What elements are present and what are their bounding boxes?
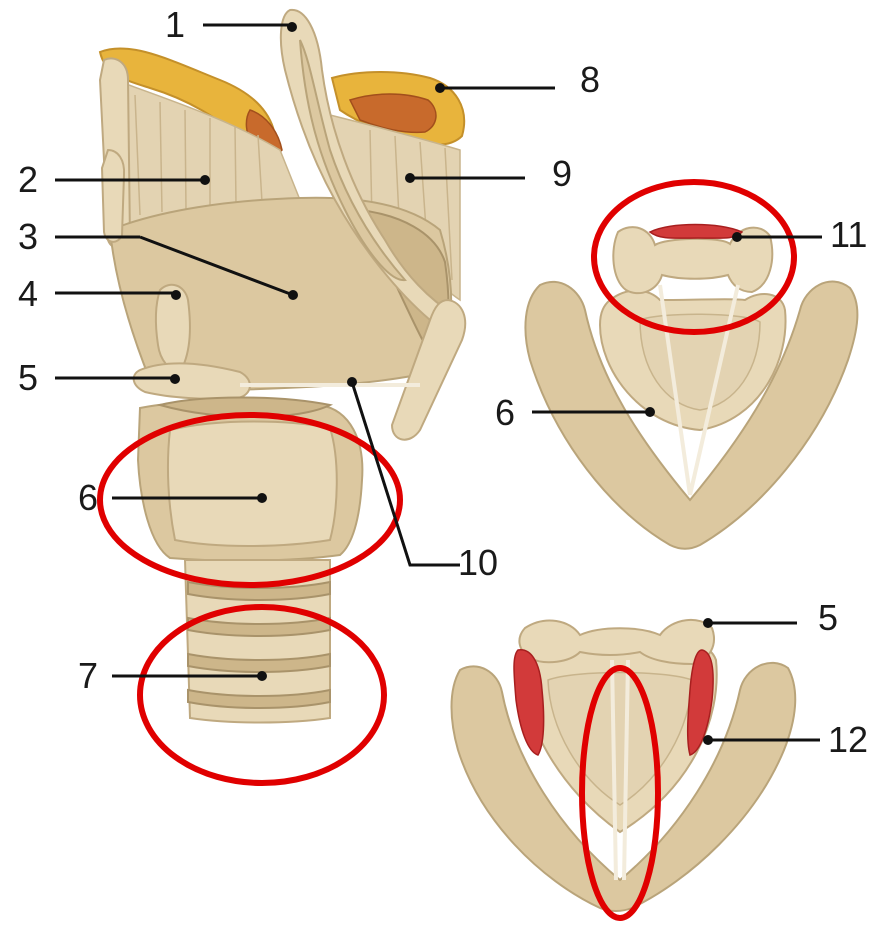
thyroid-inferior-edge (102, 150, 124, 242)
label-12: 12 (828, 719, 868, 760)
label-5: 5 (18, 357, 38, 398)
label-7: 7 (78, 655, 98, 696)
larynx-vocal-view (452, 620, 796, 911)
larynx-lateral-view (100, 10, 465, 723)
label-2: 2 (18, 159, 38, 200)
label-10: 10 (458, 542, 498, 583)
label-6: 6 (78, 477, 98, 518)
label-6b: 6 (495, 392, 515, 433)
cricoid-cartilage-face (168, 422, 337, 547)
larynx-superior-view (525, 225, 857, 549)
label-3: 3 (18, 216, 38, 257)
label-8: 8 (580, 59, 600, 100)
label-1: 1 (165, 4, 185, 45)
label-4: 4 (18, 273, 38, 314)
label-9: 9 (552, 153, 572, 194)
label-11: 11 (830, 214, 867, 255)
cricoarytenoid-muscle-top (650, 225, 742, 239)
label-5b: 5 (818, 597, 838, 638)
